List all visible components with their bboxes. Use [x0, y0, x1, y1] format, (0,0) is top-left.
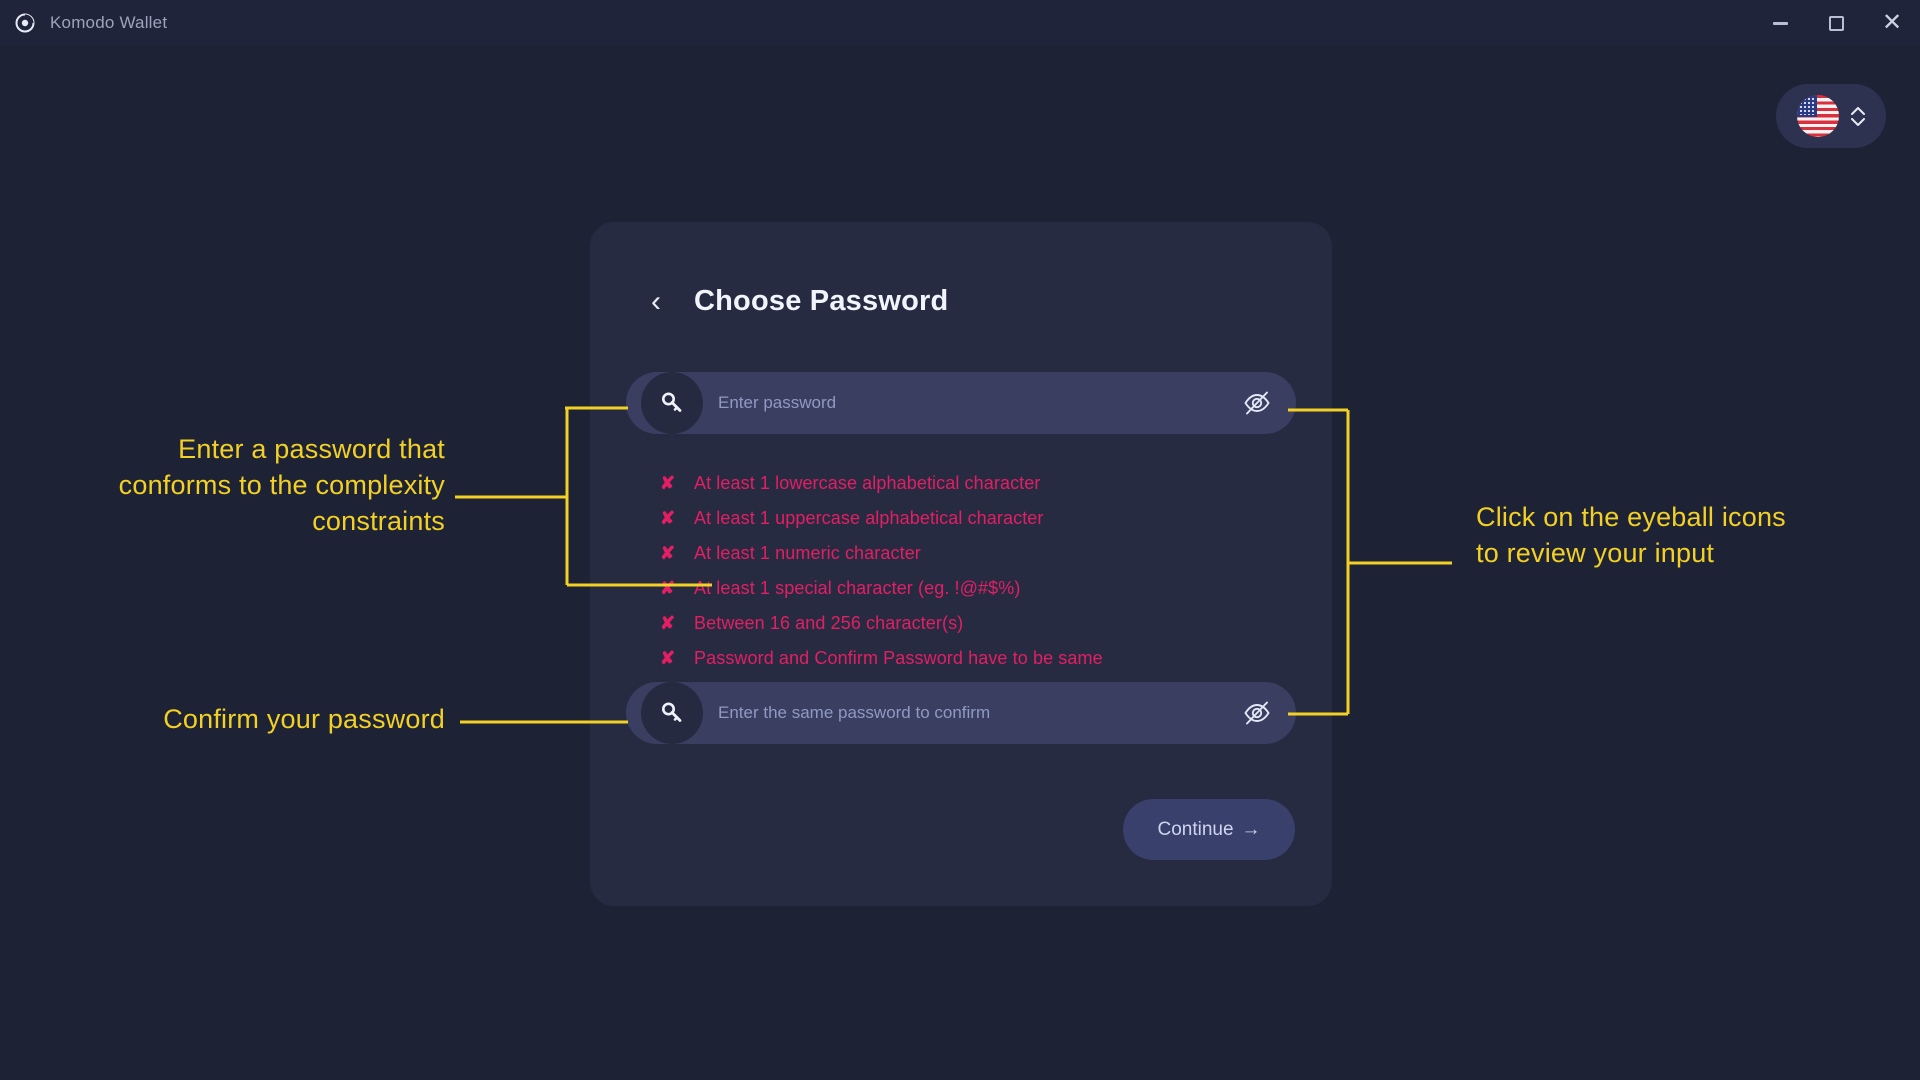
us-flag-icon [1797, 95, 1839, 137]
password-input[interactable] [718, 393, 1218, 413]
close-button[interactable]: ✕ [1864, 0, 1920, 46]
close-icon: ✕ [1881, 9, 1903, 36]
password-field-row [626, 372, 1296, 434]
continue-button-label: Continue [1157, 818, 1234, 840]
rule-fail-icon: ✘ [660, 543, 676, 563]
language-selector[interactable] [1776, 84, 1886, 148]
rule-label: At least 1 special character (eg. !@#$%) [694, 578, 1021, 598]
chevron-left-icon[interactable]: ‹ [651, 284, 661, 318]
rule-fail-icon: ✘ [660, 578, 676, 598]
minimize-button[interactable] [1752, 0, 1808, 46]
eye-off-icon [1244, 391, 1270, 415]
minimize-icon [1772, 21, 1788, 25]
choose-password-card: ‹ Choose Password [590, 222, 1332, 906]
annotation-eyeball-icons: Click on the eyeball icons to review you… [1476, 502, 1786, 568]
continue-button[interactable]: Continue → [1123, 799, 1295, 860]
rule-fail-icon: ✘ [660, 648, 676, 668]
rule-item: ✘ Password and Confirm Password have to … [660, 641, 1220, 676]
confirm-password-visibility-toggle[interactable] [1218, 682, 1296, 744]
rule-label: Password and Confirm Password have to be… [694, 648, 1103, 668]
rule-item: ✘ At least 1 special character (eg. !@#$… [660, 571, 1220, 606]
chevron-up-down-icon [1851, 106, 1865, 126]
annotation-confirm-password: Confirm your password [163, 704, 445, 734]
rule-fail-icon: ✘ [660, 508, 676, 528]
rule-label: At least 1 numeric character [694, 543, 921, 563]
rule-item: ✘ At least 1 uppercase alphabetical char… [660, 501, 1220, 536]
maximize-icon [1828, 15, 1844, 31]
page-title: Choose Password [694, 285, 949, 317]
window-titlebar: Komodo Wallet ✕ [0, 0, 1920, 46]
annotation-password-complexity: Enter a password that conforms to the co… [118, 434, 445, 536]
rule-item: ✘ At least 1 lowercase alphabetical char… [660, 466, 1220, 501]
window-title: Komodo Wallet [50, 13, 168, 32]
rule-label: Between 16 and 256 character(s) [694, 613, 964, 633]
rule-fail-icon: ✘ [660, 473, 676, 493]
password-key-icon-wrap [626, 372, 718, 434]
rule-item: ✘ Between 16 and 256 character(s) [660, 606, 1220, 641]
rule-label: At least 1 lowercase alphabetical charac… [694, 473, 1041, 493]
arrow-right-icon: → [1241, 819, 1261, 840]
password-visibility-toggle[interactable] [1218, 372, 1296, 434]
key-icon [641, 682, 703, 744]
key-icon [641, 372, 703, 434]
rule-fail-icon: ✘ [660, 613, 676, 633]
confirm-key-icon-wrap [626, 682, 718, 744]
maximize-button[interactable] [1808, 0, 1864, 46]
confirm-password-field-row [626, 682, 1296, 744]
password-rules-list: ✘ At least 1 lowercase alphabetical char… [660, 466, 1220, 676]
rule-item: ✘ At least 1 numeric character [660, 536, 1220, 571]
komodo-circle-icon [14, 12, 36, 34]
rule-label: At least 1 uppercase alphabetical charac… [694, 508, 1044, 528]
card-header: ‹ Choose Password [648, 285, 948, 318]
eye-off-icon [1244, 701, 1270, 725]
confirm-password-input[interactable] [718, 703, 1218, 723]
